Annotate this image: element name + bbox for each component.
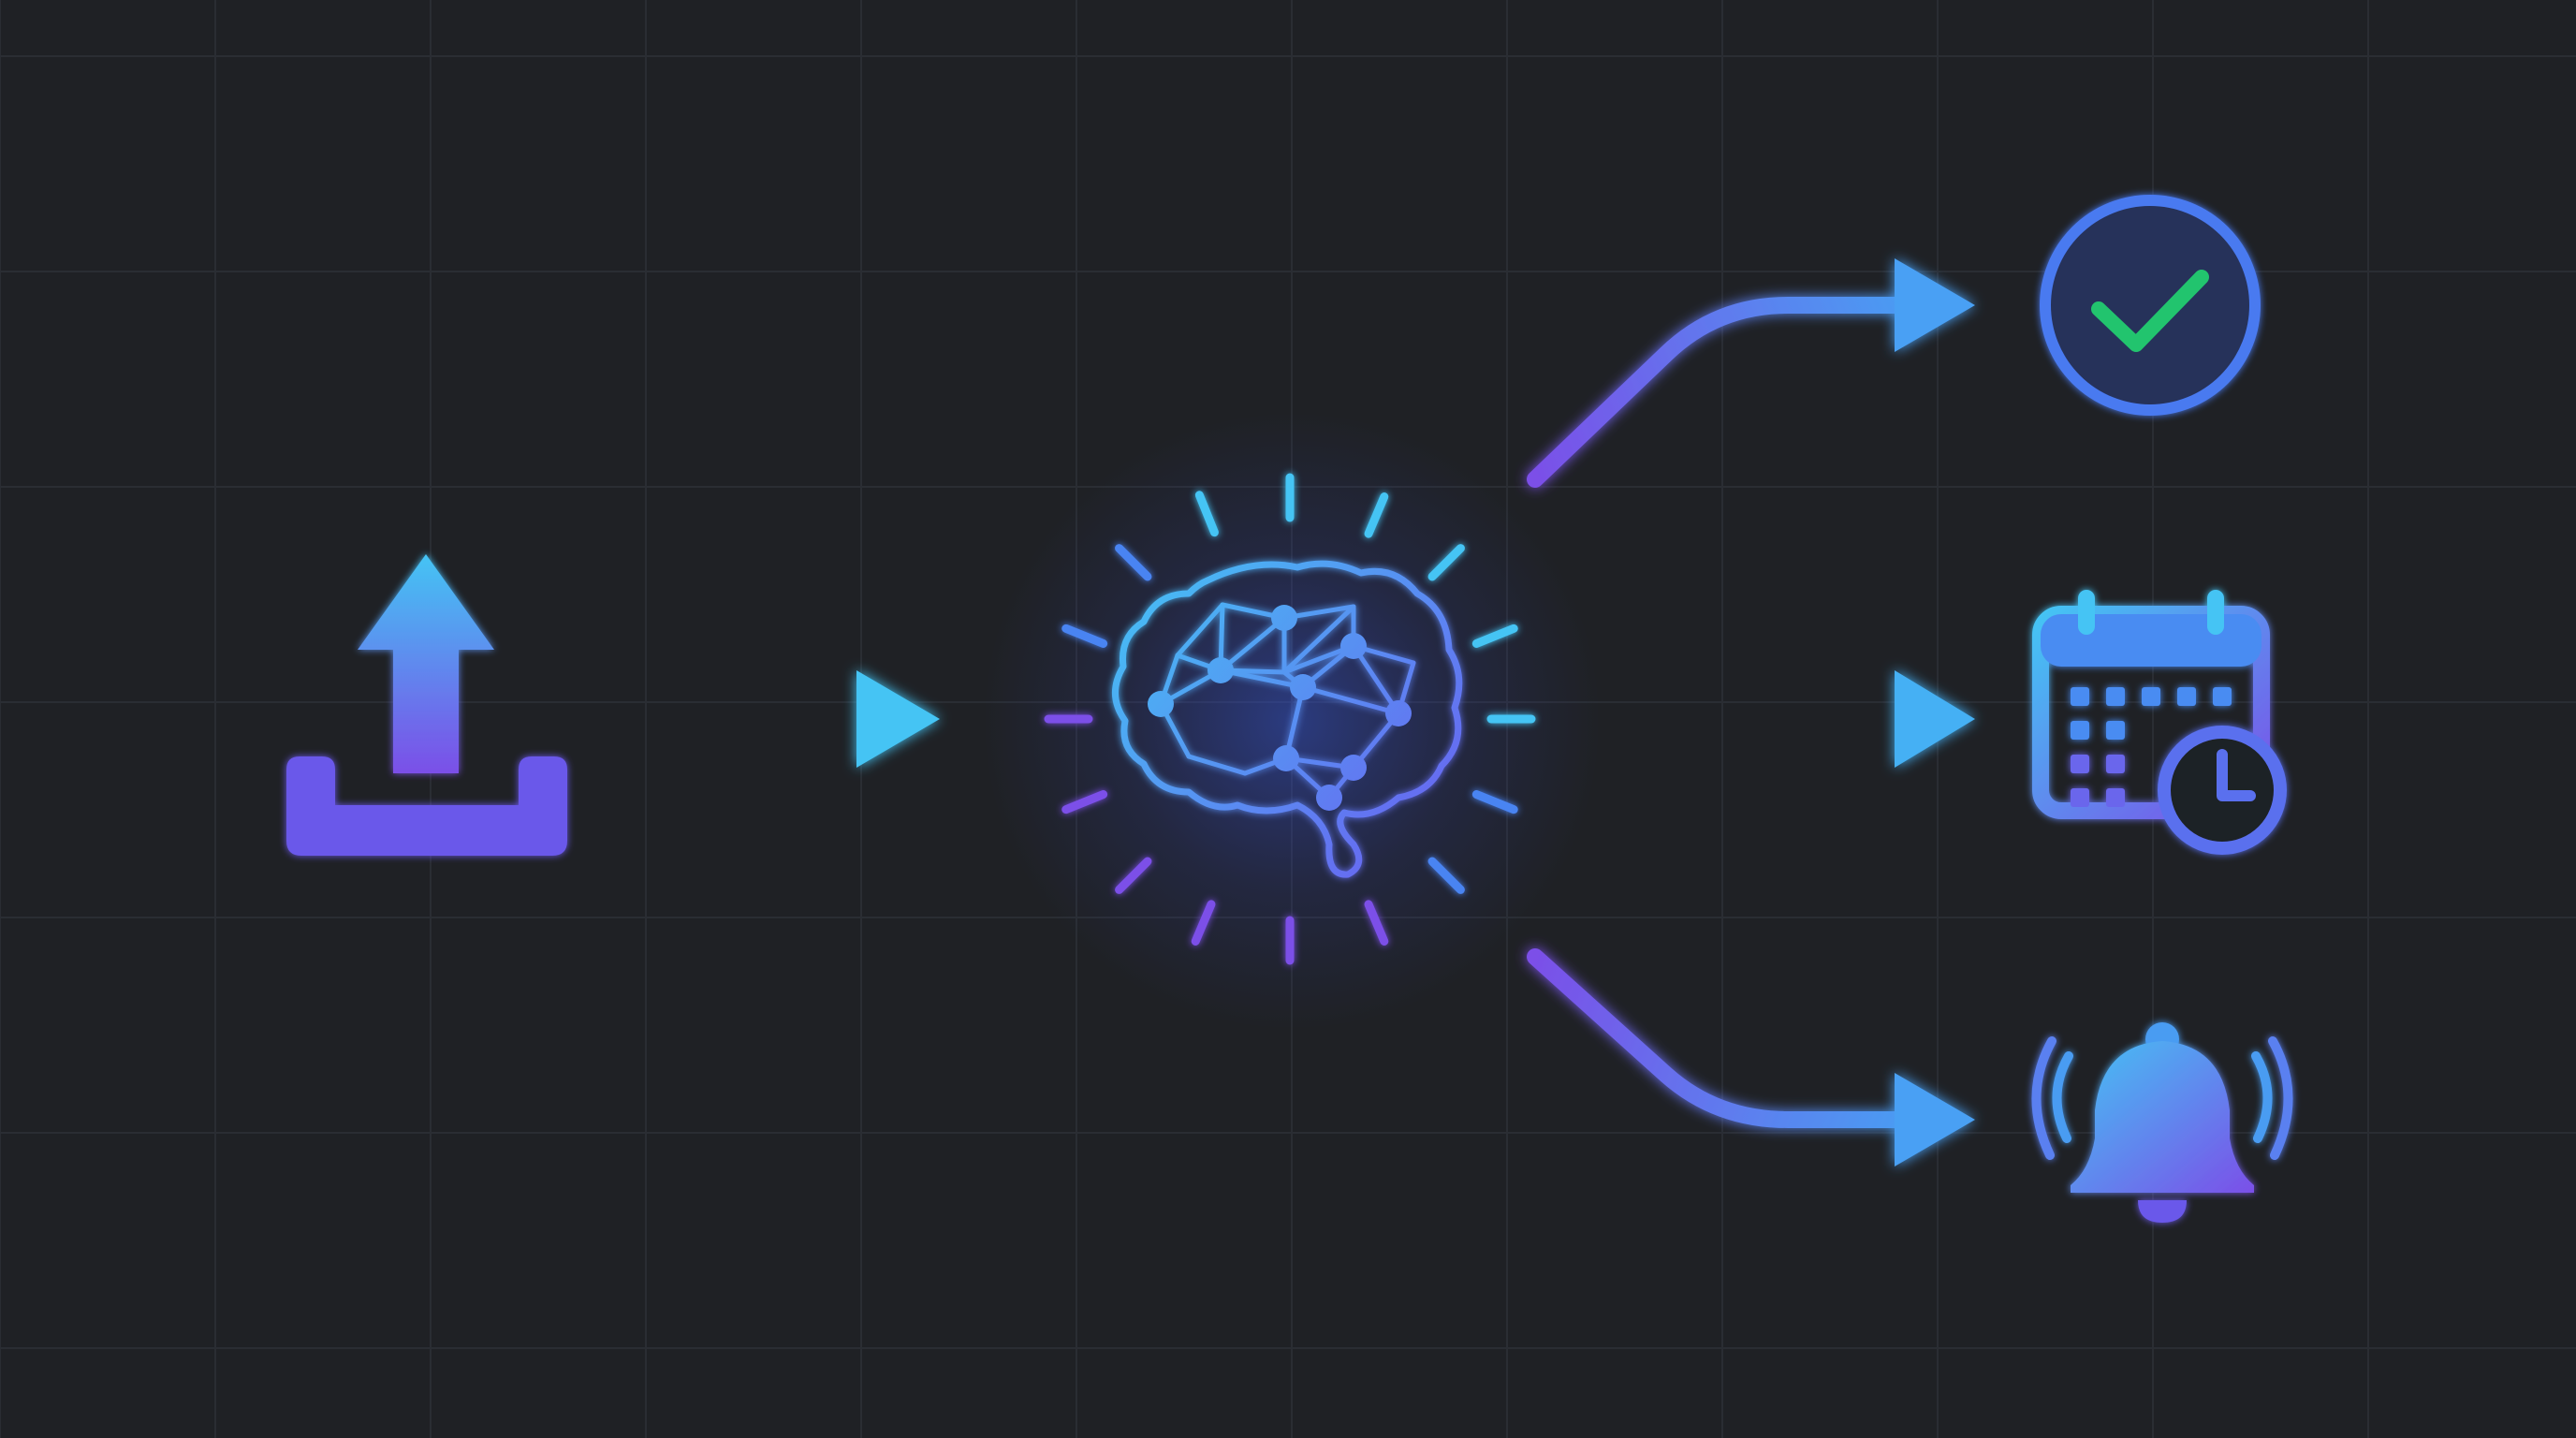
calendar-cell [2071, 687, 2089, 706]
calendar-cell [2142, 687, 2160, 706]
brain-node [1208, 657, 1234, 683]
brain-link [1218, 668, 1306, 690]
brain-node [1316, 785, 1342, 811]
brain-ray [1427, 857, 1465, 894]
brain-link [1218, 615, 1287, 673]
brain-link [1186, 754, 1248, 776]
calendar-cell [2213, 687, 2232, 706]
brain-node [1273, 745, 1299, 771]
brain-node [1385, 700, 1412, 726]
brain-ray [1364, 492, 1389, 538]
brain-ray [1471, 624, 1518, 648]
brain-ray [1364, 900, 1389, 946]
brain-node [1290, 674, 1316, 700]
brain-link [1300, 684, 1401, 716]
brain-nodes [1148, 605, 1412, 811]
brain-ray [1061, 790, 1108, 814]
brain-rays [1044, 473, 1536, 965]
brain-ray [1471, 790, 1518, 814]
brain-ray [1115, 857, 1152, 894]
brain-ray [1194, 491, 1219, 537]
arrow-ai-to-done [1527, 258, 1975, 488]
brain-link [1281, 604, 1356, 675]
brain-ray [1427, 544, 1465, 581]
brain-node [1340, 755, 1367, 781]
upload-icon [286, 554, 567, 856]
bell-ringing-icon [2031, 1022, 2293, 1223]
calendar-cell [2071, 755, 2089, 773]
brain-ray [1115, 544, 1152, 581]
arrow-ai-to-schedule [1626, 670, 1975, 768]
brain-link [1351, 643, 1401, 716]
calendar-cell [2177, 687, 2196, 706]
calendar-cell [2071, 721, 2089, 740]
brain-node [1340, 633, 1367, 659]
calendar-clock-icon [2032, 590, 2287, 855]
arrow-upload-to-ai [619, 670, 940, 768]
arrow-ai-to-alert [1527, 948, 1975, 1167]
brain-link [1175, 602, 1225, 658]
check-circle-icon [2040, 195, 2261, 416]
brain-ray [1191, 900, 1216, 946]
calendar-cell [2106, 755, 2125, 773]
calendar-cells [2071, 687, 2232, 807]
calendar-cell [2071, 788, 2089, 807]
calendar-cell [2106, 721, 2125, 740]
calendar-cell [2106, 687, 2125, 706]
brain-node [1148, 691, 1174, 717]
calendar-cell [2106, 788, 2125, 807]
brain-node [1271, 605, 1297, 631]
brain-ray [1061, 624, 1108, 648]
